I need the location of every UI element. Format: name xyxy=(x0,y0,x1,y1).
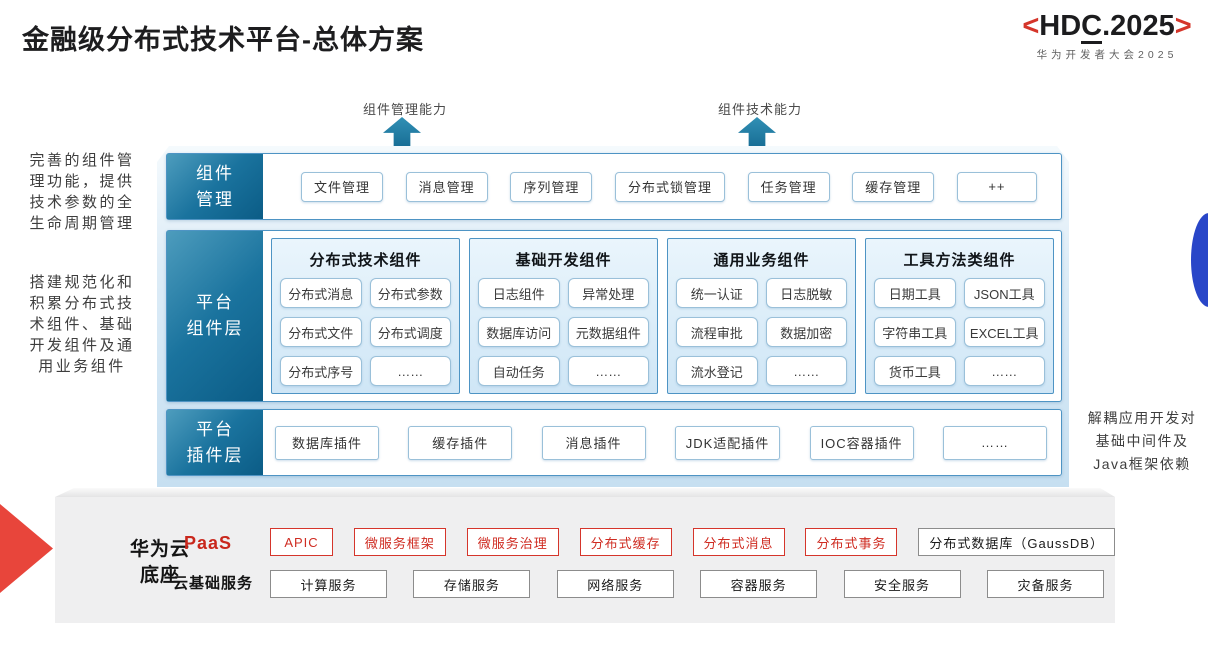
foundation-slab xyxy=(55,497,1115,623)
hdc-logo: <HDC.2025> 华为开发者大会2025 xyxy=(1010,10,1204,62)
note-left-bottom: 搭建规范化和 积累分布式技 术组件、基础 开发组件及通 用业务组件 xyxy=(29,274,135,375)
cloud-service-item: 网络服务 xyxy=(556,570,674,598)
column-common-business: 通用业务组件 统一认证 日志脱敏 流程审批 数据加密 流水登记 …… xyxy=(667,238,856,394)
row-label-platform-plugins: 平台 插件层 xyxy=(167,410,263,475)
component-cell-more: …… xyxy=(765,356,847,386)
management-item: 缓存管理 xyxy=(852,171,935,202)
management-item-more: ++ xyxy=(956,171,1037,202)
component-cell: 统一认证 xyxy=(676,278,758,308)
hdc-bracket-right: > xyxy=(1174,10,1192,42)
plugin-items: 数据库插件 缓存插件 消息插件 JDK适配插件 IOC容器插件 …… xyxy=(263,410,1061,475)
component-cell-more: …… xyxy=(567,356,649,386)
hdc-text-c-underlined: C xyxy=(1081,10,1103,44)
component-cell: 流水登记 xyxy=(676,356,758,386)
component-cell: 数据加密 xyxy=(765,317,847,347)
platform-component-layer-row: 平台 组件层 分布式技术组件 分布式消息 分布式参数 分布式文件 分布式调度 分… xyxy=(166,230,1062,402)
paas-item: 微服务治理 xyxy=(466,528,559,556)
component-cell: 数据库访问 xyxy=(478,317,560,347)
component-cell: JSON工具 xyxy=(963,278,1045,308)
component-cell: EXCEL工具 xyxy=(963,317,1045,347)
paas-item: 分布式事务 xyxy=(805,528,898,556)
plugin-item-more: …… xyxy=(942,425,1047,460)
component-columns: 分布式技术组件 分布式消息 分布式参数 分布式文件 分布式调度 分布式序号 ……… xyxy=(263,231,1061,401)
component-cell: 字符串工具 xyxy=(874,317,956,347)
note-left-top: 完善的组件管 理功能，提供 技术参数的全 生命周期管理 xyxy=(29,152,135,232)
capability-label-tech: 组件技术能力 xyxy=(717,102,802,117)
foundation-label: 华为云 底座 xyxy=(129,539,190,586)
component-cell: 分布式调度 xyxy=(369,317,451,347)
column-tool-methods: 工具方法类组件 日期工具 JSON工具 字符串工具 EXCEL工具 货币工具 …… xyxy=(865,238,1054,394)
red-arrow-icon xyxy=(0,504,53,593)
column-title: 通用业务组件 xyxy=(713,252,810,269)
page-title: 金融级分布式技术平台-总体方案 xyxy=(22,25,424,55)
note-right: 解耦应用开发对 基础中间件及 Java框架依赖 xyxy=(1087,410,1197,472)
hdc-logo-text: <HDC.2025> xyxy=(1010,10,1204,44)
management-item: 分布式锁管理 xyxy=(614,171,725,202)
hdc-subtitle: 华为开发者大会2025 xyxy=(1036,49,1178,61)
component-cell: 日志脱敏 xyxy=(765,278,847,308)
management-item: 任务管理 xyxy=(747,171,830,202)
cloud-service-item: 安全服务 xyxy=(843,570,961,598)
cloud-service-item: 计算服务 xyxy=(270,570,387,598)
column-basic-dev: 基础开发组件 日志组件 异常处理 数据库访问 元数据组件 自动任务 …… xyxy=(469,238,658,394)
paas-item-gaussdb: 分布式数据库（GaussDB） xyxy=(918,528,1115,556)
column-grid: 分布式消息 分布式参数 分布式文件 分布式调度 分布式序号 …… xyxy=(280,278,451,386)
component-cell: 货币工具 xyxy=(874,356,956,386)
paas-item: 分布式消息 xyxy=(692,528,785,556)
management-item: 序列管理 xyxy=(510,171,593,202)
blue-circle-decoration xyxy=(1191,213,1208,307)
column-distributed-tech: 分布式技术组件 分布式消息 分布式参数 分布式文件 分布式调度 分布式序号 …… xyxy=(271,238,460,394)
paas-item: 分布式缓存 xyxy=(579,528,672,556)
component-cell: 日期工具 xyxy=(874,278,956,308)
plugin-item: 消息插件 xyxy=(541,425,646,460)
foundation-slab-top-face xyxy=(55,488,1115,497)
plugin-item: 缓存插件 xyxy=(408,425,513,460)
component-cell: 分布式消息 xyxy=(280,278,362,308)
management-item: 文件管理 xyxy=(301,171,384,202)
column-title: 分布式技术组件 xyxy=(309,252,422,269)
column-title: 工具方法类组件 xyxy=(903,252,1016,269)
management-items: 文件管理 消息管理 序列管理 分布式锁管理 任务管理 缓存管理 ++ xyxy=(263,154,1061,219)
component-management-row: 组件 管理 文件管理 消息管理 序列管理 分布式锁管理 任务管理 缓存管理 ++ xyxy=(166,153,1062,220)
capability-label-management: 组件管理能力 xyxy=(362,102,447,117)
column-grid: 日期工具 JSON工具 字符串工具 EXCEL工具 货币工具 …… xyxy=(874,278,1045,386)
plugin-item: JDK适配插件 xyxy=(674,425,781,460)
row-label-platform-components: 平台 组件层 xyxy=(167,231,263,401)
component-cell: 日志组件 xyxy=(478,278,560,308)
component-cell: 分布式序号 xyxy=(280,356,362,386)
plugin-item: IOC容器插件 xyxy=(809,425,914,460)
cloud-service-item: 容器服务 xyxy=(700,570,818,598)
cloud-services-row: 计算服务 存储服务 网络服务 容器服务 安全服务 灾备服务 xyxy=(270,570,1104,598)
component-cell: 自动任务 xyxy=(478,356,560,386)
component-cell: 分布式参数 xyxy=(369,278,451,308)
platform-plugin-layer-row: 平台 插件层 数据库插件 缓存插件 消息插件 JDK适配插件 IOC容器插件 …… xyxy=(166,409,1062,476)
plugin-item: 数据库插件 xyxy=(275,425,379,460)
hdc-bracket-left: < xyxy=(1022,10,1040,42)
cloud-service-item: 存储服务 xyxy=(413,570,531,598)
component-cell-more: …… xyxy=(369,356,451,386)
cloud-services-label: 云基础服务 xyxy=(172,575,253,592)
component-cell: 分布式文件 xyxy=(280,317,362,347)
component-cell: 异常处理 xyxy=(567,278,649,308)
paas-item: APIC xyxy=(270,528,333,556)
column-grid: 统一认证 日志脱敏 流程审批 数据加密 流水登记 …… xyxy=(676,278,847,386)
column-grid: 日志组件 异常处理 数据库访问 元数据组件 自动任务 …… xyxy=(478,278,649,386)
management-item: 消息管理 xyxy=(405,171,488,202)
component-cell-more: …… xyxy=(963,356,1045,386)
hdc-text-hd: HD xyxy=(1039,10,1082,42)
row-label-component-management: 组件 管理 xyxy=(167,154,263,219)
hdc-text-year: .2025 xyxy=(1102,10,1175,42)
column-title: 基础开发组件 xyxy=(515,252,612,269)
paas-item: 微服务框架 xyxy=(353,528,446,556)
cloud-service-item: 灾备服务 xyxy=(986,570,1104,598)
component-cell: 流程审批 xyxy=(676,317,758,347)
component-cell: 元数据组件 xyxy=(567,317,649,347)
paas-label: PaaS xyxy=(183,533,233,553)
paas-services-row: APIC 微服务框架 微服务治理 分布式缓存 分布式消息 分布式事务 分布式数据… xyxy=(270,528,1115,556)
